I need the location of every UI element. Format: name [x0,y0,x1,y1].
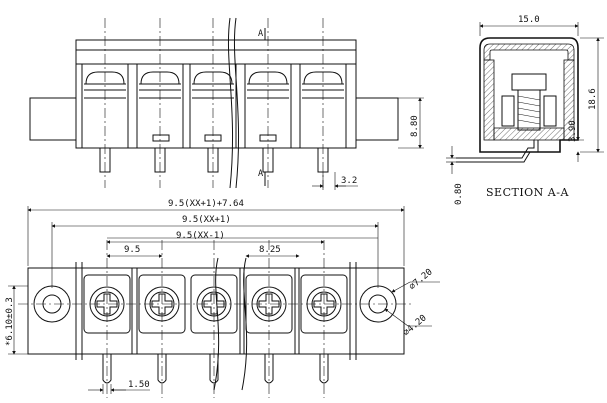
section-cover-hatch [483,43,575,61]
dim-section-width: 15.0 [479,15,579,36]
section-lead-lower [456,140,539,163]
section-base-hatch [493,127,565,141]
dim-pitch-inner-label: 9.5(XX-1) [176,231,225,241]
front-center-lines [104,18,324,188]
dim-mount-offset: *6.10±0.3 [5,285,28,355]
section-clamp-left [501,95,515,127]
dim-pitch-alt: 8.25 [245,245,300,258]
top-view: 9.5(XX+1)+7.64 9.5(XX+1) 9.5(XX-1) 9.5 8… [5,199,440,398]
dim-pitch-total: 9.5(XX+1) [51,215,379,288]
section-left-wall-hatch [483,59,495,141]
front-view: A A 8.80 3.2 [29,17,424,190]
dim-section-lower-label: 3.90 [568,120,578,142]
front-left-flange [29,97,77,141]
section-mark-top: A [258,29,263,39]
dim-pitch-label: 9.5 [124,245,140,255]
dim-hole-inner: ⌀4.20 [384,308,432,338]
dim-overall: 9.5(XX+1)+7.64 [27,199,405,266]
top-break-line-1 [213,257,220,391]
dim-mount-offset-label: *6.10±0.3 [5,297,15,346]
top-center-lines [106,240,325,398]
top-break-line-2 [241,257,248,391]
front-upper-band [75,49,357,65]
section-view: 15.0 18.6 3.90 0.80 SECTION A-A [446,15,604,205]
section-mark-bottom: A [258,169,263,179]
dim-section-thickness: 0.80 [446,146,464,205]
front-pins [99,147,329,173]
front-top-cover [75,39,357,51]
section-screw-body [517,89,541,131]
dim-pin-width-label: 3.2 [341,176,357,186]
dim-pitch-inner: 9.5(XX-1) [106,231,378,244]
front-break-line-1 [227,17,234,189]
dim-body-height-label: 8.80 [410,115,420,137]
section-screw-head [511,73,547,91]
front-pads [152,134,277,142]
dim-section-height-label: 18.6 [588,88,598,110]
section-screw-thread [517,95,541,125]
section-lead [456,140,535,159]
dim-pitch-total-label: 9.5(XX+1) [182,215,231,225]
section-clamp-right [543,95,557,127]
dim-body-height: 8.80 [398,97,424,149]
dim-hole-outer: ⌀7.20 [391,267,440,292]
dim-pin-width: 3.2 [312,172,358,190]
dim-overall-label: 9.5(XX+1)+7.64 [168,199,244,209]
dim-pin-pitch-label: 1.50 [128,380,150,390]
dim-pin-pitch: 1.50 [88,380,150,394]
section-housing-outer [479,37,579,153]
dim-section-lower: 3.90 [562,118,584,162]
section-title: SECTION A-A [486,186,569,199]
front-break-line-2 [233,17,240,189]
dim-section-height: 18.6 [580,37,604,153]
top-pins [102,354,329,384]
front-screw-heads [84,71,344,99]
top-phillips-slots [96,293,335,315]
dim-hole-outer-label: ⌀7.20 [408,267,435,292]
front-right-flange [355,97,399,141]
dim-pitch: 9.5 [106,245,163,258]
dim-section-width-label: 15.0 [518,15,540,25]
dim-pitch-alt-label: 8.25 [259,245,281,255]
dim-section-thickness-label: 0.80 [454,183,464,205]
